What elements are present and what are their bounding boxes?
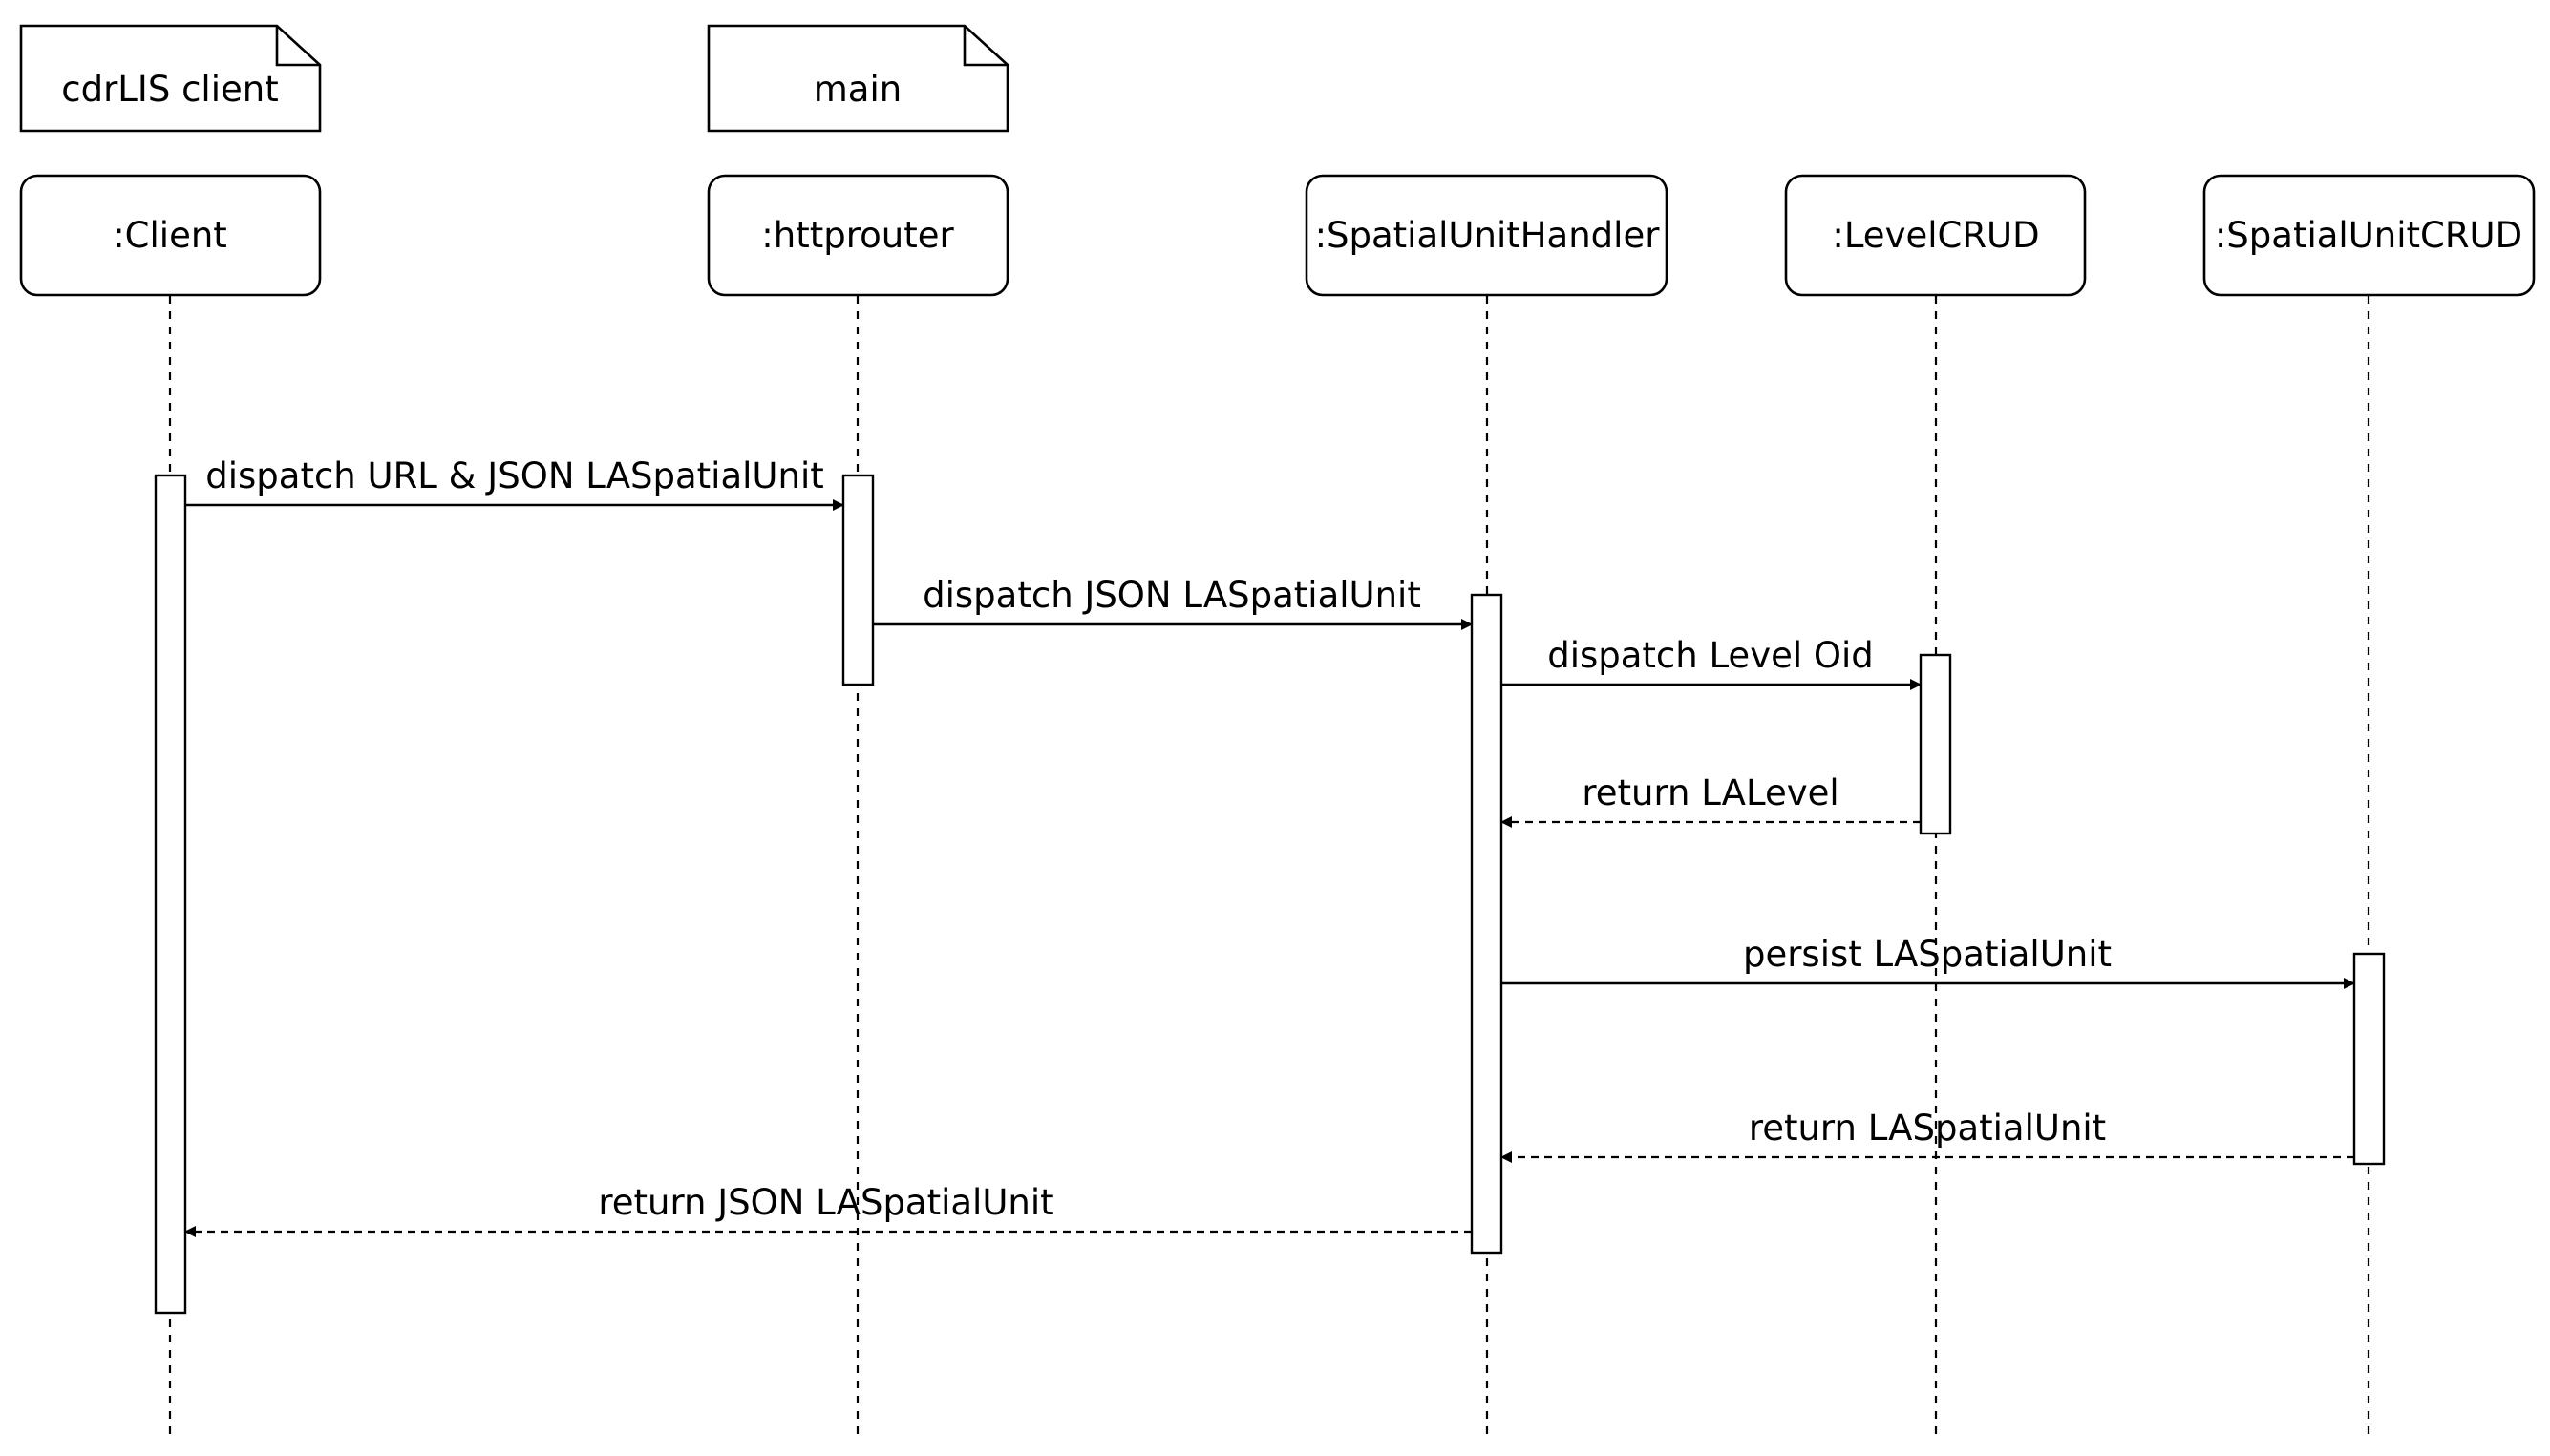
message-dispatch-level-oid: dispatch Level Oid [1501,635,1922,690]
participant-client: :Client [19,174,322,297]
message-dispatch-url-json: dispatch URL & JSON LASpatialUnit [185,455,844,511]
package-note-main: main [707,24,1009,133]
message-label-persist-laspatialunit: persist LASpatialUnit [1743,934,2112,975]
participant-label-client: :Client [113,215,227,256]
activation-sucrud [2352,952,2386,1166]
participant-label-spatialunitcrud: :SpatialUnitCRUD [2215,215,2522,256]
participant-httprouter: :httprouter [707,174,1009,297]
participant-label-spatialunithandler: :SpatialUnitHandler [1315,215,1661,256]
package-label-main: main [814,69,902,110]
participant-label-levelcrud: :LevelCRUD [1832,215,2039,256]
message-label-return-laspatialunit: return LASpatialUnit [1749,1108,2106,1149]
participant-spatialunithandler: :SpatialUnitHandler [1305,174,1668,297]
package-label-cdrlis-client: cdrLIS client [61,69,278,110]
activation-handler [1470,593,1503,1255]
message-label-return-json-laspatialunit: return JSON LASpatialUnit [598,1182,1053,1223]
message-label-dispatch-json: dispatch JSON LASpatialUnit [923,575,1421,616]
message-dispatch-json: dispatch JSON LASpatialUnit [873,575,1473,630]
package-note-cdrlis-client: cdrLIS client [19,24,322,133]
participant-label-httprouter: :httprouter [761,215,954,256]
message-return-lalevel: return LALevel [1500,772,1921,828]
message-return-laspatialunit: return LASpatialUnit [1500,1108,2354,1163]
participant-levelcrud: :LevelCRUD [1784,174,2087,297]
participant-spatialunitcrud: :SpatialUnitCRUD [2202,174,2536,297]
message-label-return-lalevel: return LALevel [1582,772,1838,813]
activation-client [154,474,187,1315]
activation-levelcrud [1919,653,1952,835]
message-persist-laspatialunit: persist LASpatialUnit [1501,934,2355,989]
message-return-json-laspatialunit: return JSON LASpatialUnit [184,1182,1472,1237]
message-label-dispatch-url-json: dispatch URL & JSON LASpatialUnit [205,455,823,496]
activation-httprouter [841,474,875,686]
message-label-dispatch-level-oid: dispatch Level Oid [1547,635,1874,676]
